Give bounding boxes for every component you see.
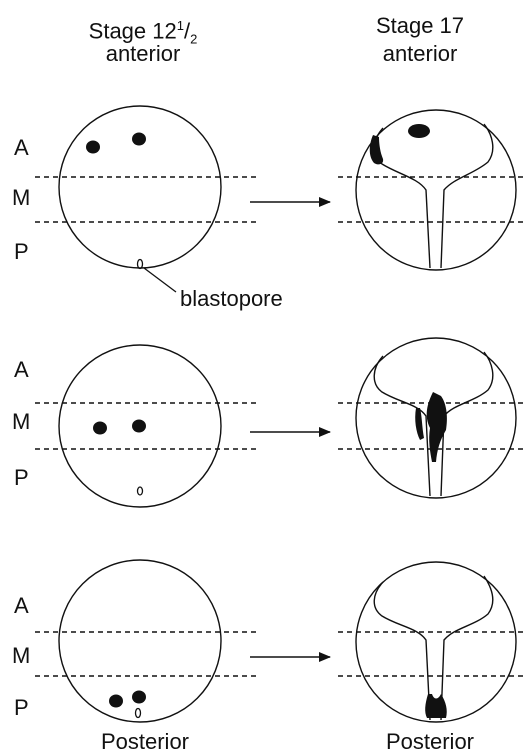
descendant-label-spot: [408, 124, 430, 138]
labeled-cell-spot: [132, 691, 146, 704]
labeled-cell-spot: [132, 133, 146, 146]
embryo-left-row1: [59, 106, 221, 268]
labeled-cell-spot: [109, 695, 123, 708]
descendant-label-patch: [370, 135, 383, 164]
labeled-cell-spot: [86, 141, 100, 154]
embryo-right-row1: [356, 110, 516, 270]
blastopore-row3: [136, 709, 141, 718]
descendant-label-patch: [427, 392, 447, 462]
labeled-cell-spot: [93, 422, 107, 435]
descendant-label-patch: [425, 694, 447, 718]
labeled-cell-spot: [132, 420, 146, 433]
blastopore-row2: [138, 487, 143, 495]
blastopore-leader-line: [144, 268, 176, 292]
neural-plate-outline-row1: [374, 124, 493, 268]
blastopore-row1: [138, 260, 143, 269]
